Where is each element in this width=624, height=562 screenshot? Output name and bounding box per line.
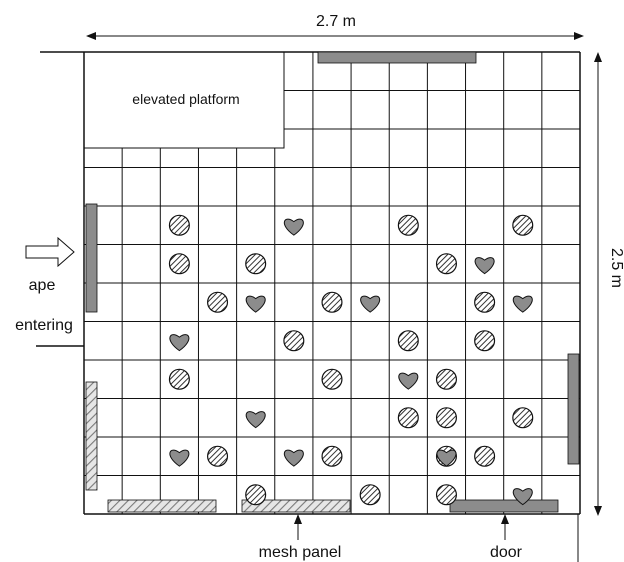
striped-circle-marker (283, 330, 305, 352)
heart-marker-icon (398, 372, 419, 390)
striped-circle-marker (397, 407, 419, 429)
striped-circle-marker (435, 368, 457, 390)
striped-circle-marker (245, 484, 267, 506)
heart-marker-icon (245, 411, 266, 429)
ape-label: ape (29, 277, 56, 294)
striped-circle-marker (359, 484, 381, 506)
heart-marker-icon (436, 449, 457, 467)
elevated-platform (83, 51, 285, 149)
height-dimension-label: 2.5 m (608, 248, 624, 288)
striped-circle-marker (321, 291, 343, 313)
floor-grid (84, 52, 580, 514)
mesh-panel-label: mesh panel (259, 544, 342, 561)
door-label: door (490, 544, 523, 561)
heart-marker-icon (283, 449, 304, 467)
entry-arrow-icon (25, 236, 75, 268)
door-pointer (501, 514, 509, 540)
striped-circle-marker (474, 330, 496, 352)
top-panel (317, 51, 477, 64)
enclosure-walls (36, 51, 581, 515)
striped-circle-marker (207, 445, 229, 467)
heart-marker-icon (474, 257, 495, 275)
heart-marker-icon (512, 295, 533, 313)
entering-label: entering (15, 317, 73, 334)
bottom-mesh-panel-2 (241, 499, 351, 513)
striped-circle-marker (435, 484, 457, 506)
width-dimension-label: 2.7 m (316, 13, 356, 30)
height-dimension-arrow (594, 52, 602, 516)
striped-circle-marker (168, 253, 190, 275)
striped-circle-marker (435, 407, 457, 429)
striped-circle-marker (474, 445, 496, 467)
striped-circle-marker (474, 291, 496, 313)
striped-circle-marker (168, 368, 190, 390)
mesh-panel-pointer (294, 514, 302, 540)
heart-marker-icon (169, 449, 190, 467)
right-panel (567, 353, 580, 465)
platform-label: elevated platform (132, 91, 239, 107)
heart-marker-icon (360, 295, 381, 313)
heart-marker-icon (283, 218, 304, 236)
striped-circle-marker (321, 445, 343, 467)
striped-circle-marker (207, 291, 229, 313)
left-entry-panel (85, 203, 98, 313)
heart-marker-icon (512, 488, 533, 506)
striped-circle-marker (512, 407, 534, 429)
left-mesh-panel (85, 381, 98, 491)
heart-marker-icon (169, 334, 190, 352)
striped-circle-marker (435, 253, 457, 275)
striped-circle-marker (397, 330, 419, 352)
width-dimension-arrow (86, 32, 584, 40)
striped-circle-marker (397, 214, 419, 236)
striped-circle-marker (168, 214, 190, 236)
marker-layer (168, 214, 534, 506)
heart-marker-icon (245, 295, 266, 313)
striped-circle-marker (245, 253, 267, 275)
striped-circle-marker (512, 214, 534, 236)
striped-circle-marker (321, 368, 343, 390)
bottom-mesh-panel-1 (107, 499, 217, 513)
door-panel (449, 499, 559, 513)
